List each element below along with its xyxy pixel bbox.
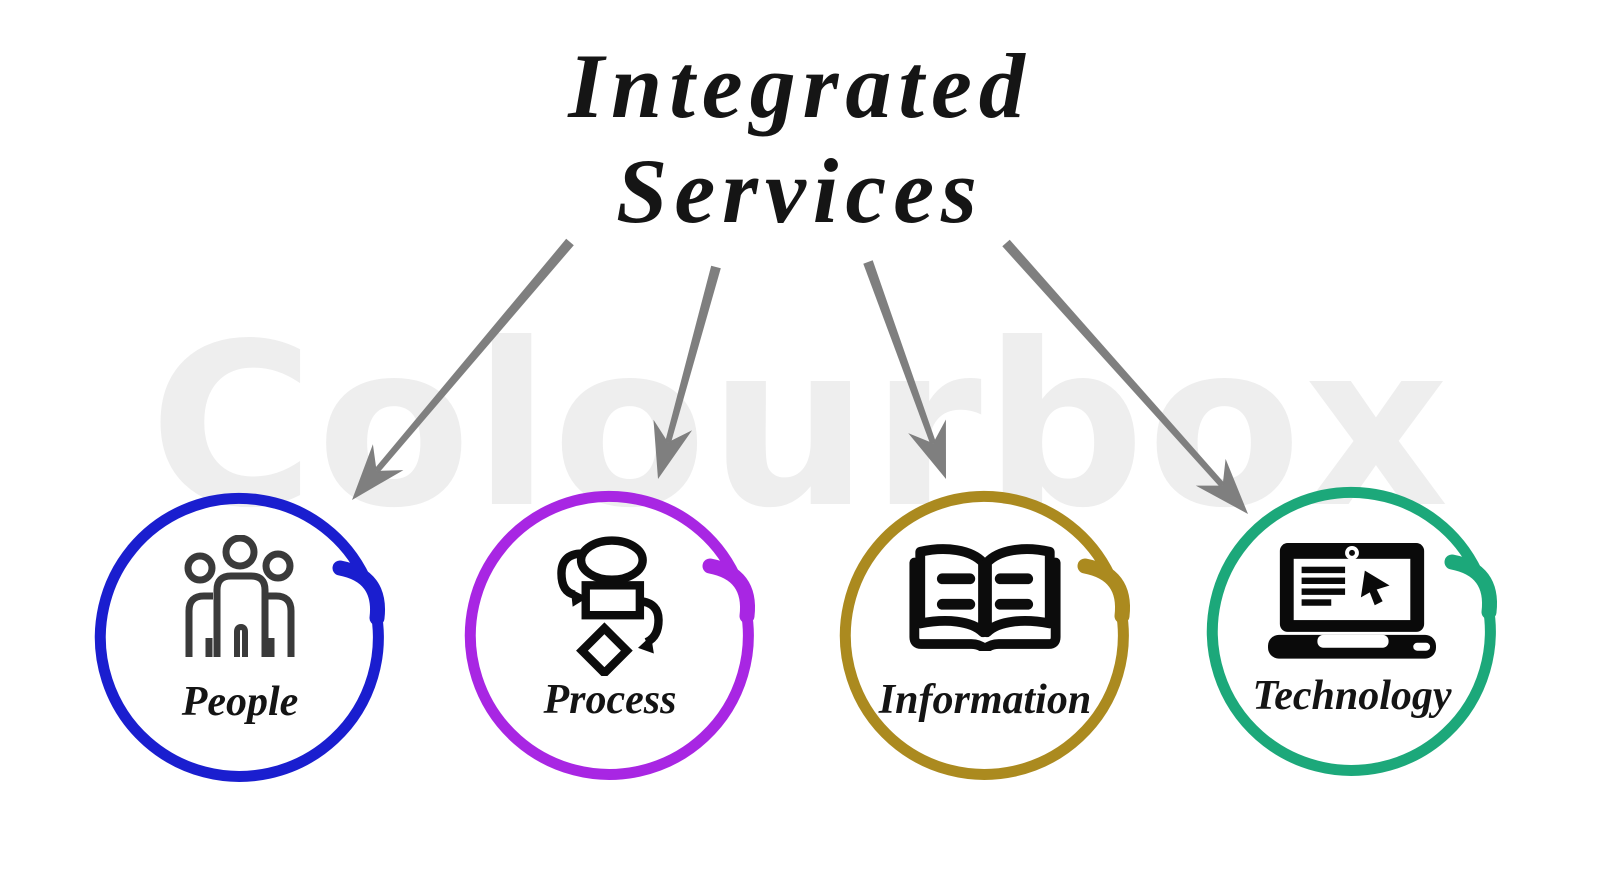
people-group-icon (184, 535, 296, 661)
open-book-icon (907, 541, 1064, 651)
laptop-icon (1268, 543, 1436, 659)
node-people: People (90, 486, 390, 786)
title-line-2: Services (616, 139, 984, 242)
node-process: Process (460, 484, 760, 784)
arrow-to-process (653, 265, 721, 479)
flowchart-icon (554, 534, 666, 676)
node-label-people: People (181, 679, 299, 725)
node-technology: Technology (1202, 480, 1502, 780)
arrow-to-information (863, 260, 946, 479)
brush-circle (839, 490, 1131, 780)
node-label-technology: Technology (1252, 673, 1452, 719)
brush-circle (1206, 486, 1498, 776)
node-label-information: Information (878, 677, 1092, 723)
arrow-to-people (352, 238, 574, 500)
brush-circle (94, 492, 386, 782)
node-information: Information (835, 484, 1135, 784)
page-title: Integrated Services (0, 34, 1600, 244)
arrow-to-technology (1002, 239, 1248, 514)
node-label-process: Process (543, 677, 677, 723)
brush-circle (464, 490, 756, 780)
title-line-1: Integrated (568, 35, 1032, 137)
watermark-text: Colourbox (149, 296, 1451, 558)
